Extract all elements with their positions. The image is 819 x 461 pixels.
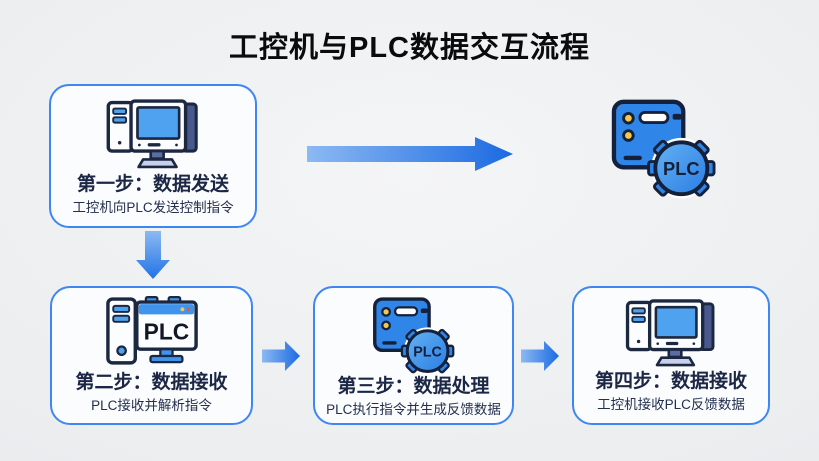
step-1-title: 第一步：数据发送: [76, 173, 229, 195]
arrow-right-small-icon: [262, 341, 300, 371]
step-4-card: 第四步：数据接收 工控机接收PLC反馈数据: [572, 286, 770, 425]
plc-computer-icon: PLC: [105, 296, 198, 365]
step-3-desc: PLC执行指令并生成反馈数据: [326, 401, 501, 417]
plc-gear-circle: PLC: [400, 327, 454, 375]
plc-gear-circle: PLC: [647, 137, 716, 199]
step-2-card: PLC 第二步：数据接收 PLC接收并解析指令: [50, 286, 253, 425]
arrow-right-small-icon: [521, 341, 559, 371]
arrow-down-icon: [136, 231, 170, 279]
page-title: 工控机与PLC数据交互流程: [228, 32, 590, 64]
step-1-desc: 工控机向PLC发送控制指令: [72, 199, 234, 215]
plc-label: PLC: [143, 318, 189, 344]
step-4-icon-wrap: [621, 296, 721, 371]
industrial-pc-icon: [625, 299, 715, 367]
plc-label: PLC: [413, 344, 442, 360]
step-2-title: 第二步：数据接收: [75, 372, 228, 393]
step-2-icon-wrap: PLC: [100, 296, 204, 372]
step-3-title: 第三步：数据处理: [337, 376, 490, 397]
step-1-icon-wrap: [102, 94, 204, 174]
step-3-card: PLC 第三步：数据处理 PLC执行指令并生成反馈数据: [313, 286, 514, 425]
plc-device-icon: PLC: [372, 297, 454, 375]
step-4-desc: 工控机接收PLC反馈数据: [597, 396, 745, 412]
industrial-pc-icon: [106, 99, 198, 169]
step-4-title: 第四步：数据接收: [594, 370, 747, 392]
plc-device-icon: PLC: [611, 99, 716, 199]
step-2-desc: PLC接收并解析指令: [91, 397, 212, 413]
arrow-right-large-icon: [307, 137, 513, 171]
plc-label: PLC: [663, 158, 700, 179]
step-1-card: 第一步：数据发送 工控机向PLC发送控制指令: [49, 84, 257, 228]
step-3-icon-wrap: PLC: [368, 296, 460, 376]
